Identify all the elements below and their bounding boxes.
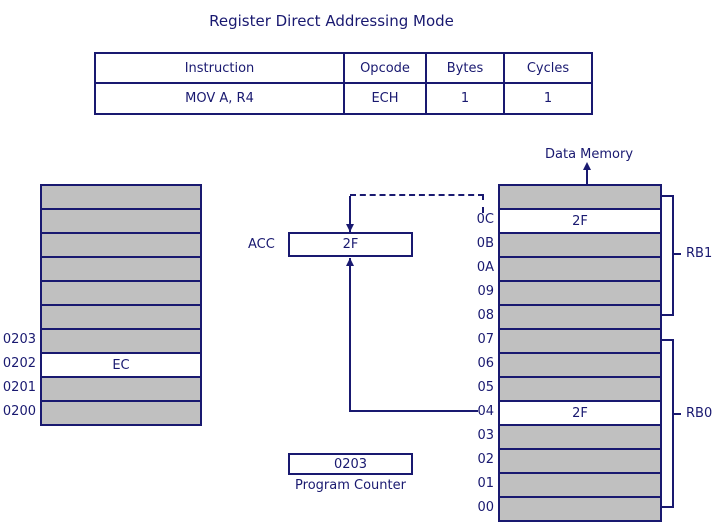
memory-cell-03: [500, 426, 660, 450]
address-label: 04: [477, 404, 494, 419]
address-label: 02: [477, 452, 494, 467]
acc-top-connector-line: [349, 196, 351, 232]
memory-cell-0203: [42, 330, 200, 354]
memory-cell: [42, 234, 200, 258]
instruction-table: Instruction Opcode Bytes Cycles MOV A, R…: [94, 52, 593, 115]
address-label: 0A: [476, 260, 494, 275]
memory-cell-07: [500, 330, 660, 354]
rb0-bracket-line: [672, 339, 674, 508]
memory-cell: [500, 186, 660, 210]
instruction-header: Instruction: [96, 54, 345, 84]
rb1-bracket-mid-tick: [674, 253, 681, 255]
memory-cell-00: [500, 498, 660, 520]
rb0-label: RB0: [686, 406, 713, 421]
memory-cell: [42, 186, 200, 210]
program-memory-block: EC: [40, 184, 202, 426]
address-label: 0201: [2, 380, 36, 395]
program-counter-label: Program Counter: [295, 478, 406, 493]
address-label: 03: [477, 428, 494, 443]
address-label: 05: [477, 380, 494, 395]
bytes-header: Bytes: [427, 54, 505, 84]
data-memory-block: 2F 2F: [498, 184, 662, 522]
acc-bottom-connector-line: [349, 258, 351, 412]
cycles-header: Cycles: [505, 54, 591, 84]
data-memory-arrow-up-icon: [583, 162, 591, 170]
memory-cell-05: [500, 378, 660, 402]
memory-cell-01: [500, 474, 660, 498]
cycles-value: 1: [543, 91, 553, 106]
memory-cell: [42, 210, 200, 234]
dashed-connector-vertical: [482, 194, 484, 213]
rb1-bracket-bottom-tick: [662, 314, 672, 316]
opcode-value: ECH: [345, 84, 427, 113]
page-title: Register Direct Addressing Mode: [209, 12, 454, 30]
address-label: 07: [477, 332, 494, 347]
address-label: 00: [477, 500, 494, 515]
memory-cell-0200: [42, 402, 200, 424]
memory-cell-02: [500, 450, 660, 474]
memory-cell: [42, 258, 200, 282]
memory-cell-09: [500, 282, 660, 306]
acc-arrow-up-icon: [346, 258, 354, 266]
address-label: 0B: [476, 236, 494, 251]
address-label: 09: [477, 284, 494, 299]
memory-cell: [42, 306, 200, 330]
address-label: 0200: [2, 404, 36, 419]
address-label: 0203: [2, 332, 36, 347]
bytes-value: 1: [427, 84, 505, 113]
rb1-bracket-top-tick: [662, 195, 672, 197]
acc-register: 2F: [288, 232, 413, 257]
address-label: 06: [477, 356, 494, 371]
opcode-header: Opcode: [345, 54, 427, 84]
rb1-bracket-line: [672, 195, 674, 316]
address-label: 0C: [476, 212, 494, 227]
address-label: 01: [477, 476, 494, 491]
data-memory-arrow-line: [586, 166, 588, 184]
instruction-value: MOV A, R4: [96, 84, 345, 113]
rb1-label: RB1: [686, 246, 713, 261]
memory-cell-0C-r4-rb1: 2F: [500, 210, 660, 234]
memory-cell-0202-opcode: EC: [42, 354, 200, 378]
memory-cell: [42, 282, 200, 306]
memory-cell-0A: [500, 258, 660, 282]
memory-cell-0B: [500, 234, 660, 258]
acc-label: ACC: [248, 237, 275, 252]
program-memory-addresses: 0203 0202 0201 0200: [0, 328, 36, 424]
memory-cell-06: [500, 354, 660, 378]
data-memory-label: Data Memory: [545, 147, 634, 162]
address-label: 08: [477, 308, 494, 323]
rb0-bracket-mid-tick: [674, 413, 681, 415]
r4-to-acc-horizontal-line: [349, 410, 478, 412]
rb0-bracket-bottom-tick: [662, 506, 672, 508]
acc-arrow-down-icon: [346, 224, 354, 232]
memory-cell-04-r4-rb0: 2F: [500, 402, 660, 426]
data-memory-addresses: 0C 0B 0A 09 08 07 06 05 04 03 02 01 00: [458, 208, 494, 520]
address-label: 0202: [2, 356, 36, 371]
dashed-connector-horizontal: [350, 194, 484, 196]
memory-cell-08: [500, 306, 660, 330]
memory-cell-0201: [42, 378, 200, 402]
rb0-bracket-top-tick: [662, 339, 672, 341]
program-counter-register: 0203: [288, 453, 413, 475]
